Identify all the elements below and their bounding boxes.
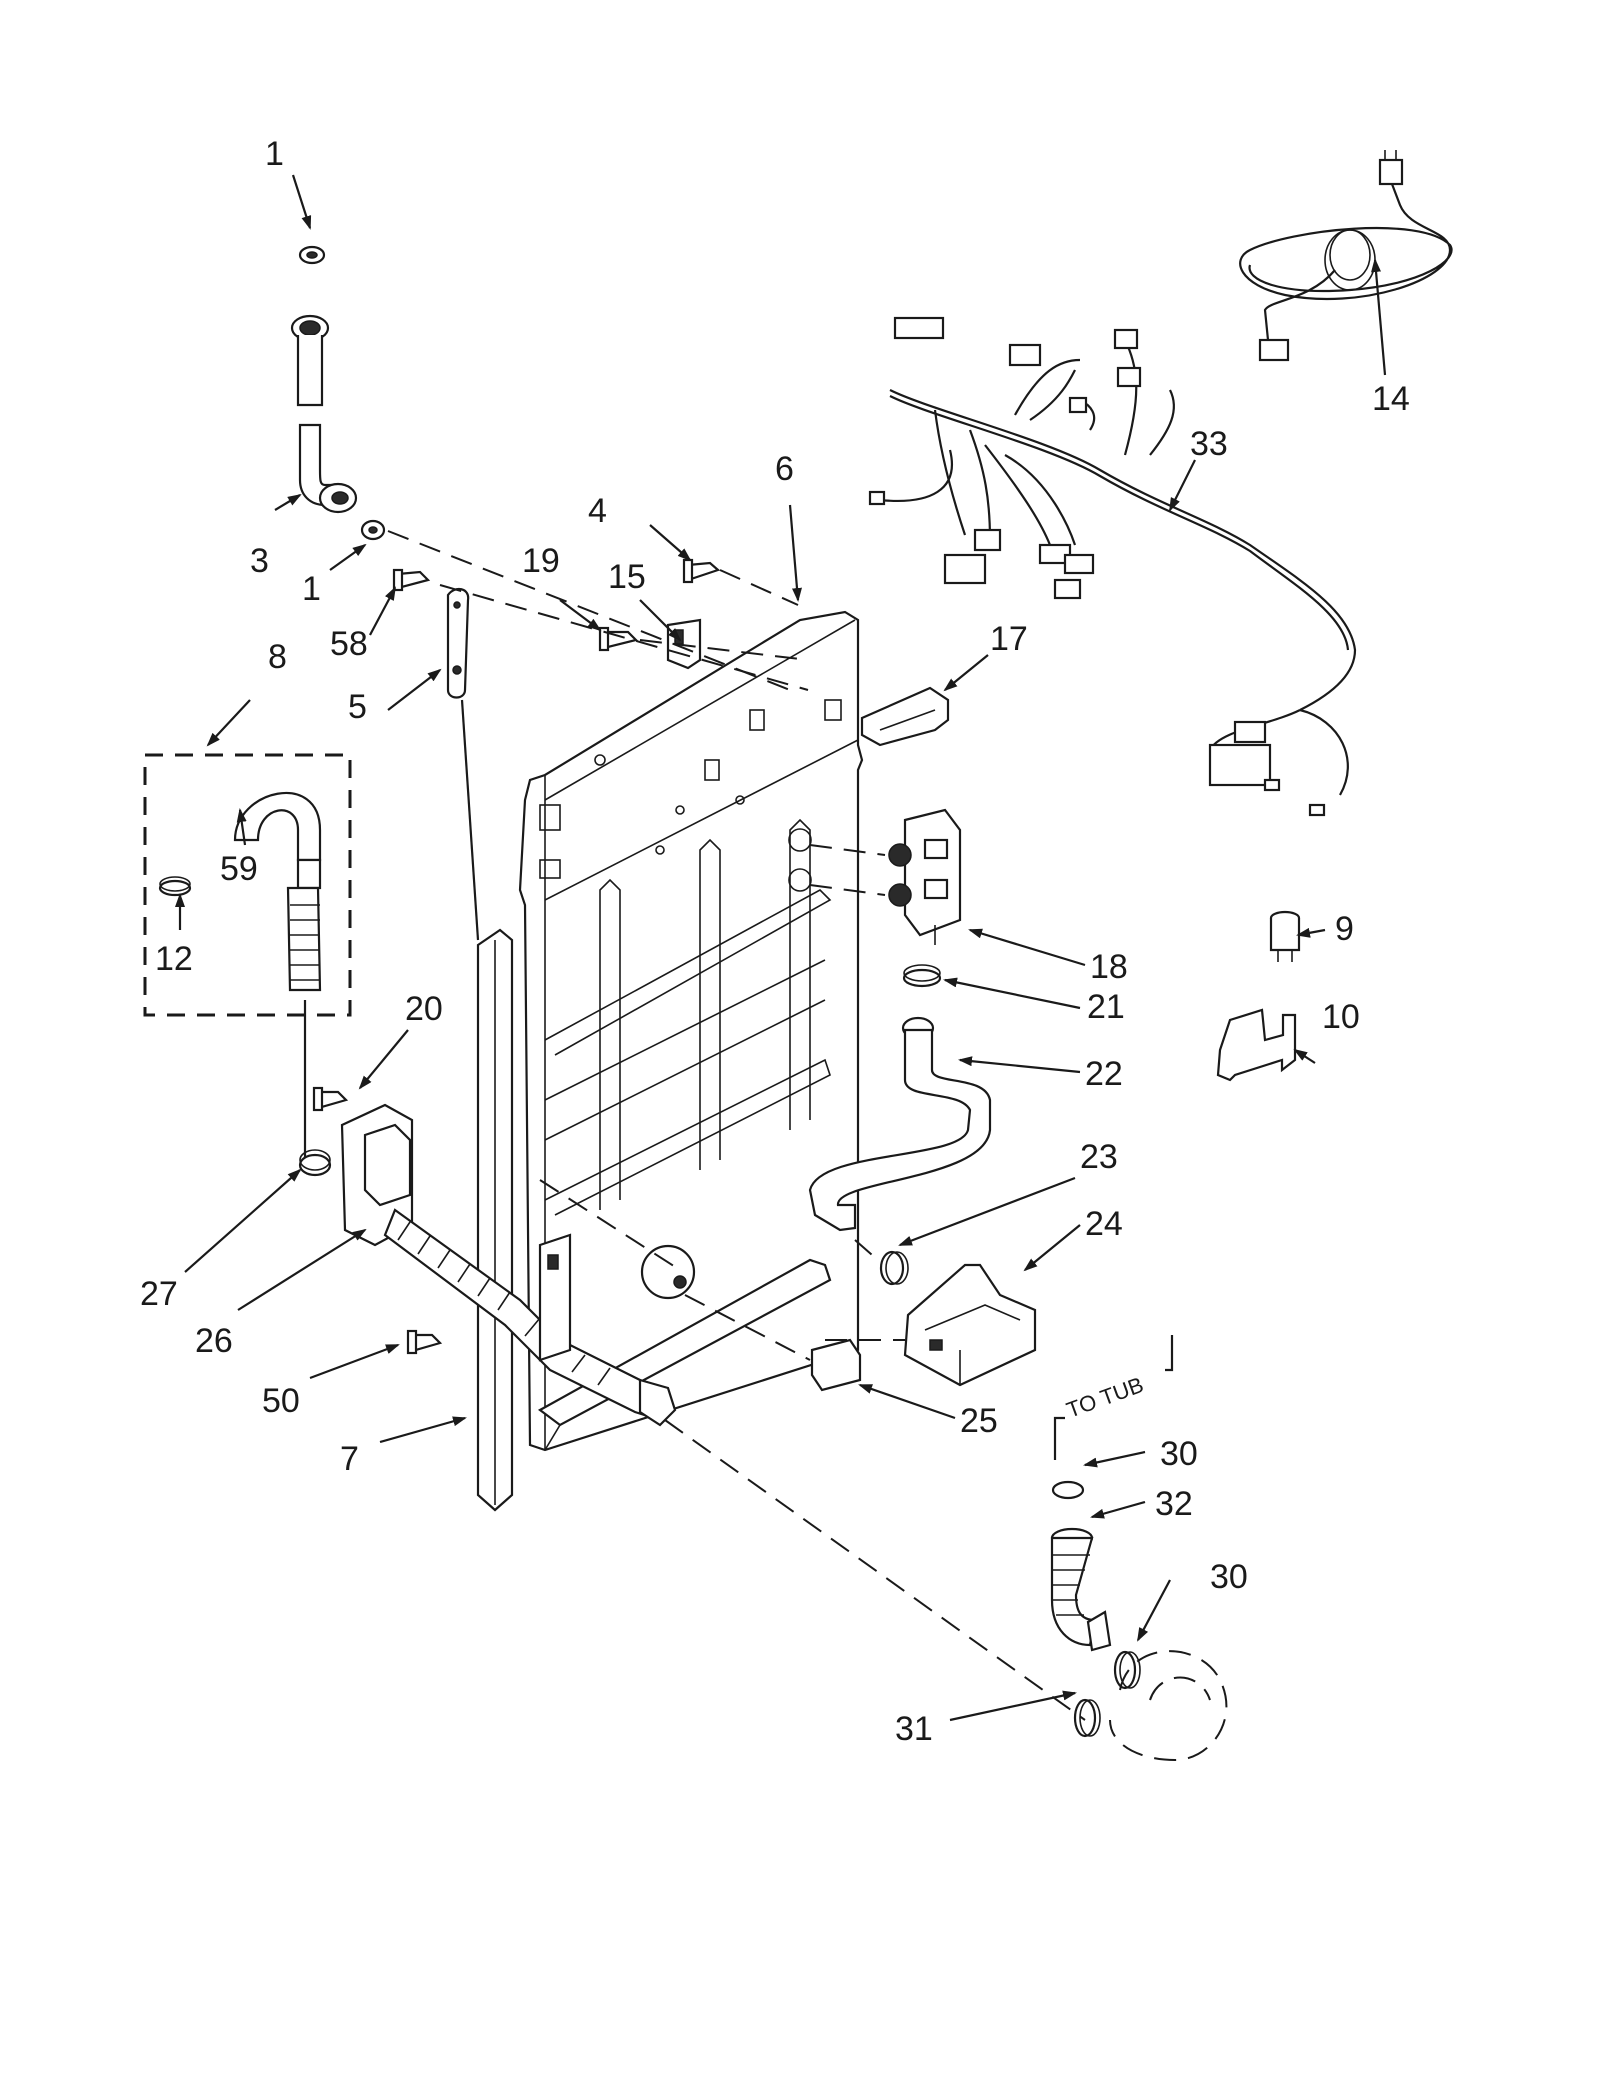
- label-10: 10: [1322, 998, 1360, 1036]
- screw-20: [312, 1086, 349, 1112]
- clamp-21: [902, 964, 942, 988]
- label-19: 19: [522, 542, 560, 580]
- label-17: 17: [990, 620, 1028, 658]
- bracket-10: [1216, 1008, 1297, 1082]
- drain-hose-59: [233, 792, 322, 992]
- sensor-25: [810, 1338, 862, 1392]
- label-50: 50: [262, 1382, 300, 1420]
- leader-arrows: [175, 174, 1387, 1722]
- label-15: 15: [608, 558, 646, 596]
- label-21: 21: [1087, 988, 1125, 1026]
- label-1-top: 1: [265, 135, 284, 173]
- label-30-bottom: 30: [1210, 1558, 1248, 1596]
- power-cord-14: [1239, 150, 1453, 362]
- label-31: 31: [895, 1710, 933, 1748]
- tub-hose-32: [1050, 1480, 1112, 1652]
- water-valve-18: [888, 808, 962, 945]
- label-26: 26: [195, 1322, 233, 1360]
- screw-58: [392, 568, 431, 592]
- inlet-hose-assembly: [290, 245, 386, 541]
- label-18: 18: [1090, 948, 1128, 986]
- label-24: 24: [1085, 1205, 1123, 1243]
- label-32: 32: [1155, 1485, 1193, 1523]
- clamp-30-lower: [1113, 1650, 1141, 1690]
- label-22: 22: [1085, 1055, 1123, 1093]
- side-rail: [476, 928, 514, 1512]
- label-5: 5: [348, 688, 367, 726]
- label-4: 4: [588, 492, 607, 530]
- clamp-27: [298, 1149, 332, 1177]
- tub-outline: [1109, 1650, 1228, 1762]
- hose-kit-box: [143, 753, 352, 1017]
- drain-mount: [538, 1233, 572, 1362]
- bracket-5: [446, 587, 470, 699]
- capacitor-9: [1269, 910, 1301, 962]
- to-tub-label: TO TUB: [1063, 1372, 1147, 1423]
- bracket-17: [860, 686, 950, 747]
- label-30-top: 30: [1160, 1435, 1198, 1473]
- part-labels: 1 3 1 58 5 8 19 15 4 6 17 33 14 59 12 9 …: [140, 135, 1410, 1748]
- assembly-lines: [303, 530, 1086, 1721]
- rear-panel: [518, 610, 864, 1452]
- label-20: 20: [405, 990, 443, 1028]
- label-8: 8: [268, 638, 287, 676]
- to-tub-bracket: [1053, 1335, 1174, 1460]
- label-7: 7: [340, 1440, 359, 1478]
- wire-harness-33: [868, 316, 1357, 817]
- label-58: 58: [330, 625, 368, 663]
- label-12: 12: [155, 940, 193, 978]
- label-59: 59: [220, 850, 258, 888]
- label-1-mid: 1: [302, 570, 321, 608]
- clamp-12: [158, 876, 192, 897]
- screw-4: [682, 558, 721, 584]
- label-3: 3: [250, 542, 269, 580]
- clamp-23: [879, 1250, 909, 1286]
- screw-19: [598, 626, 639, 652]
- label-6: 6: [775, 450, 794, 488]
- label-25: 25: [960, 1402, 998, 1440]
- screw-50: [406, 1329, 443, 1355]
- label-23: 23: [1080, 1138, 1118, 1176]
- label-33: 33: [1190, 425, 1228, 463]
- ball-float: [640, 1244, 696, 1300]
- fill-hose-22: [808, 1016, 992, 1232]
- label-14: 14: [1372, 380, 1410, 418]
- pump-24: [903, 1263, 1037, 1387]
- label-9: 9: [1335, 910, 1354, 948]
- clamp-31: [1073, 1698, 1101, 1738]
- label-27: 27: [140, 1275, 178, 1313]
